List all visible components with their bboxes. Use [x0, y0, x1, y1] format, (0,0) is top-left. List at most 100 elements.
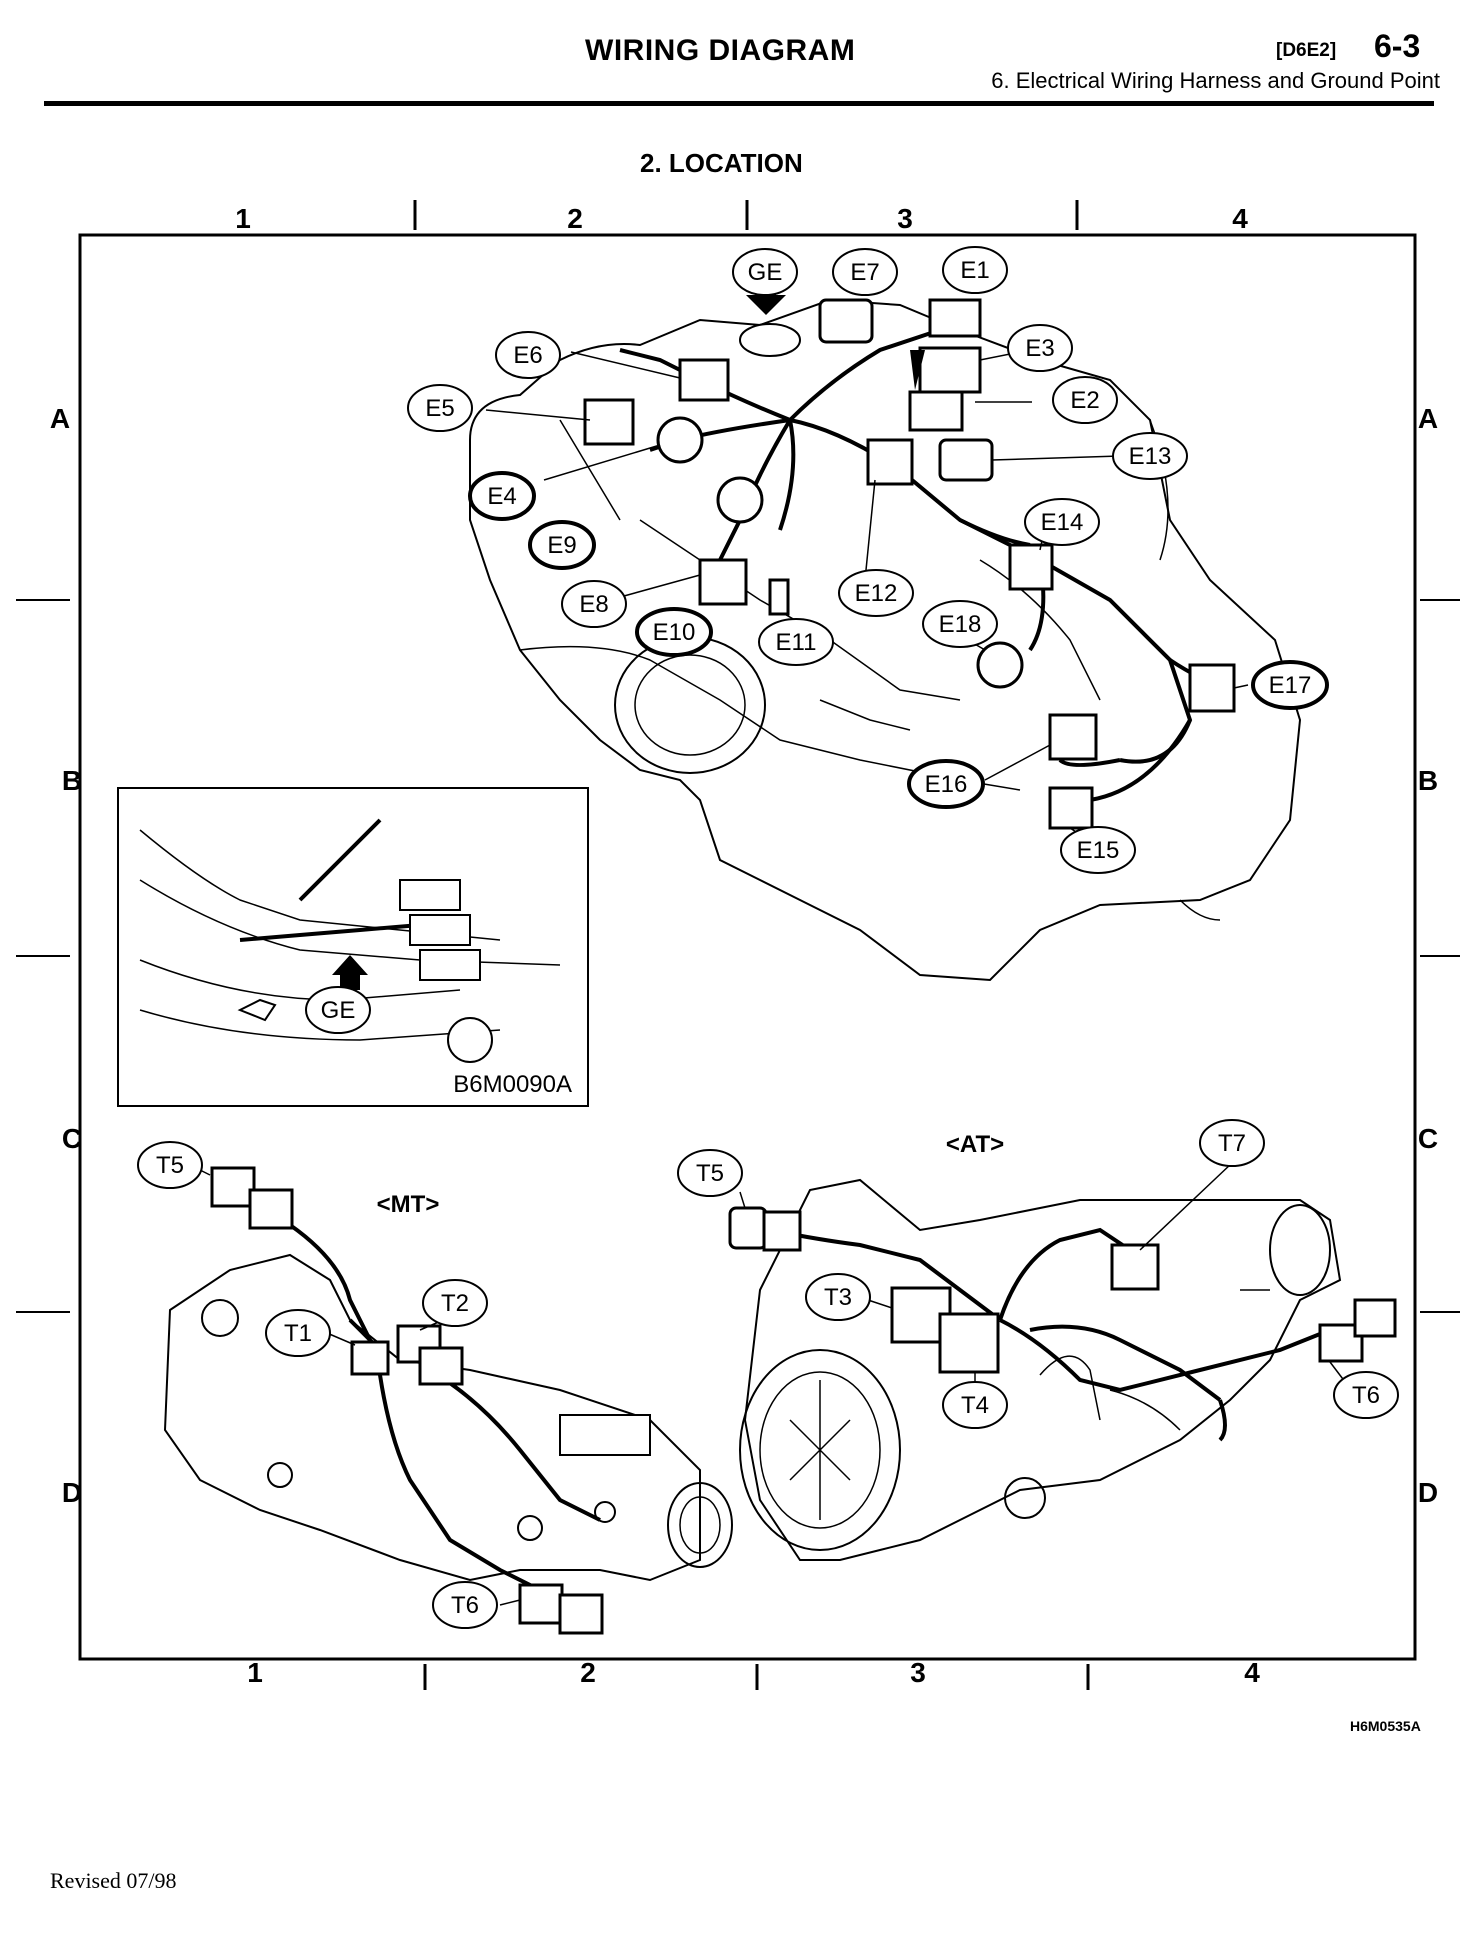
callout-e8-engine-text: E8	[579, 591, 608, 618]
page-subtitle: 6. Electrical Wiring Harness and Ground …	[991, 68, 1440, 93]
connector-e14-shape	[1008, 543, 1054, 591]
page-number: 6-3	[1374, 28, 1421, 64]
connector-e16-shape	[1048, 713, 1098, 761]
connector-e12-shape	[866, 438, 914, 486]
at-transmission-illustration	[739, 1178, 1342, 1561]
callout-at-t4: T4	[942, 1381, 1008, 1429]
callout-mt-t2: T2	[422, 1279, 488, 1327]
callout-mt-t5-text: T5	[156, 1152, 184, 1179]
diagram-frame	[78, 233, 1417, 1661]
header-rule	[44, 101, 1434, 106]
connector-at-t6-b-shape	[1353, 1298, 1397, 1338]
connector-e2-shape	[908, 390, 964, 432]
connector-mt-t1-shape	[350, 1340, 390, 1376]
callout-e18-engine-text: E18	[939, 611, 982, 638]
callout-ge-engine-text: GE	[748, 259, 783, 286]
callout-e16-engine-text: E16	[925, 771, 968, 798]
callout-at-t7-text: T7	[1218, 1130, 1246, 1157]
callout-mt-t1: T1	[265, 1309, 331, 1357]
callout-e4-engine-text: E4	[487, 483, 516, 510]
callout-at-t3-text: T3	[824, 1284, 852, 1311]
callout-e15-engine: E15	[1060, 826, 1136, 874]
col-label-top-3: 3	[897, 203, 913, 234]
mt-heading: <MT>	[377, 1191, 440, 1218]
at-heading: <AT>	[946, 1131, 1004, 1158]
callout-e12-engine-oval	[838, 569, 914, 617]
connector-e6-shape	[678, 358, 730, 402]
callout-e18-engine-oval	[922, 600, 998, 648]
callout-e2-engine: E2	[1052, 376, 1118, 424]
callout-at-t4-text: T4	[961, 1392, 989, 1419]
callout-e14-engine-oval	[1024, 498, 1100, 546]
row-label-right-c: C	[1418, 1123, 1438, 1154]
callout-e11-engine-oval	[758, 618, 834, 666]
callout-at-t7-oval	[1199, 1119, 1265, 1167]
callout-e14-engine-text: E14	[1041, 509, 1084, 536]
callout-e13-engine-text: E13	[1129, 443, 1172, 470]
callout-mt-t6: T6	[432, 1581, 498, 1629]
engine-illustration	[469, 298, 1302, 982]
callout-e10-engine-oval	[635, 607, 713, 657]
connector-e17-shape	[1188, 663, 1236, 713]
callout-e3-engine-text: E3	[1025, 335, 1054, 362]
connector-e8-shape	[698, 558, 748, 606]
callout-mt-t1-oval	[265, 1309, 331, 1357]
callout-e16-engine: E16	[907, 759, 985, 809]
callout-e8-engine-oval	[561, 580, 627, 628]
connector-e3-shape	[918, 346, 982, 394]
callout-e6-engine-oval	[495, 331, 561, 379]
at-harness	[728, 1162, 1397, 1442]
callout-e11-engine: E11	[758, 618, 834, 666]
col-label-top-1: 1	[235, 203, 251, 234]
callout-e16-engine-oval	[907, 759, 985, 809]
row-label-right-a: A	[1418, 403, 1438, 434]
callout-e9-engine-oval	[528, 520, 596, 570]
col-label-bottom-3: 3	[910, 1657, 926, 1688]
mt-harness	[189, 1164, 604, 1635]
connector-e13-shape	[938, 438, 994, 482]
callout-e3-engine: E3	[1007, 324, 1073, 372]
row-label-left-a: A	[50, 403, 70, 434]
callout-mt-t6-text: T6	[451, 1592, 479, 1619]
row-label-right-b: B	[1418, 765, 1438, 796]
section-code: [D6E2]	[1276, 40, 1337, 61]
page-title: WIRING DIAGRAM	[585, 34, 856, 67]
callout-at-t6: T6	[1333, 1371, 1399, 1419]
col-label-top-2: 2	[567, 203, 583, 234]
callout-at-t7: T7	[1199, 1119, 1265, 1167]
callout-e15-engine-oval	[1060, 826, 1136, 874]
callout-e7-engine: E7	[832, 248, 898, 296]
connector-e11-shape	[768, 578, 790, 616]
row-label-left-c: C	[62, 1123, 82, 1154]
callout-e4-engine-oval	[468, 471, 536, 521]
col-label-top-4: 4	[1232, 203, 1248, 234]
callout-at-t6-text: T6	[1352, 1382, 1380, 1409]
callout-mt-t2-oval	[422, 1279, 488, 1327]
callout-e12-engine-text: E12	[855, 580, 898, 607]
connector-at-t4-shape	[938, 1312, 1000, 1374]
callout-e17-engine-text: E17	[1269, 672, 1312, 699]
callout-at-t3-oval	[805, 1273, 871, 1321]
callout-e10-engine: E10	[635, 607, 713, 657]
connector-e1-shape	[928, 298, 982, 338]
callout-e10-engine-text: E10	[653, 619, 696, 646]
callout-at-t5-oval	[677, 1149, 743, 1197]
callout-e3-engine-oval	[1007, 324, 1073, 372]
callout-at-t6-oval	[1333, 1371, 1399, 1419]
callout-e14-engine: E14	[1024, 498, 1100, 546]
connector-e9-shape	[716, 476, 764, 524]
callout-e13-engine-oval	[1112, 432, 1188, 480]
callout-e2-engine-oval	[1052, 376, 1118, 424]
connector-e18-shape	[976, 641, 1024, 689]
callout-e4-engine: E4	[468, 471, 536, 521]
wire-arrow-icon	[910, 350, 925, 390]
inset-figure-id: B6M0090A	[453, 1071, 572, 1098]
callout-mt-t5: T5	[137, 1141, 203, 1189]
connector-at-t7-shape	[1110, 1243, 1160, 1291]
connector-e5-shape	[583, 398, 635, 446]
col-label-bottom-4: 4	[1244, 1657, 1260, 1688]
connector-mt-t5-b-shape	[248, 1188, 294, 1230]
connector-e4-shape	[656, 416, 704, 464]
callout-e5-engine-oval	[407, 384, 473, 432]
